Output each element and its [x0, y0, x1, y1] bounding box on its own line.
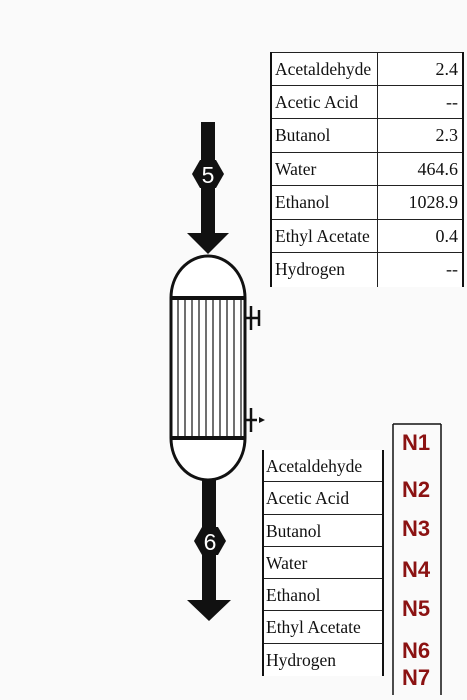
table-row: Water 464.6 [272, 152, 462, 186]
unknown-brackets [392, 423, 442, 695]
inlet-stream: 5 [187, 122, 229, 254]
table-row: Ethyl Acetate 0.4 [272, 219, 462, 253]
component-name: Water [272, 152, 378, 185]
component-name: Water [264, 546, 382, 580]
stream-6-label: 6 [204, 529, 217, 555]
outlet-stream: 6 [187, 480, 231, 621]
table-row: Butanol 2.3 [272, 119, 462, 153]
component-name: Hydrogen [264, 643, 382, 677]
table-row: Acetaldehyde 2.4 [272, 52, 462, 86]
component-value: 1028.9 [408, 192, 459, 212]
feed-composition-table: Acetaldehyde 2.4 Acetic Acid -- Butanol 2.3… [270, 52, 464, 287]
component-value: 2.3 [435, 125, 459, 145]
product-composition-table: Acetaldehyde Acetic Acid Butanol Water E… [262, 450, 384, 677]
reactor-vessel [169, 254, 247, 482]
table-row: Ethanol 1028.9 [272, 186, 462, 220]
table-row: Acetic Acid -- [272, 85, 462, 119]
component-value: 464.6 [417, 158, 459, 179]
component-name: Ethanol [272, 186, 378, 219]
component-name: Ethanol [264, 579, 382, 612]
stream-6-marker [194, 527, 226, 555]
component-name: Hydrogen [272, 253, 378, 287]
unknown-label-n7: N7 [402, 665, 431, 690]
unknown-label-n2: N2 [402, 477, 431, 502]
reactor-tube-bundle [177, 300, 242, 436]
component-value: -- [446, 91, 458, 112]
unknown-label-n4: N4 [402, 557, 431, 582]
stream-5-label: 5 [202, 162, 215, 188]
component-value: -- [446, 259, 458, 279]
inlet-arrow-head [187, 233, 229, 254]
unknown-label-n3: N3 [402, 516, 431, 541]
component-name: Ethyl Acetate [272, 219, 378, 252]
unknown-label-n5: N5 [402, 596, 431, 621]
component-name: Butanol [264, 514, 382, 547]
component-name: Ethyl Acetate [264, 611, 382, 644]
component-value: 0.4 [435, 225, 459, 246]
component-name: Acetaldehyde [264, 450, 382, 483]
shell-nozzle-lower [245, 408, 265, 432]
unknown-label-n6: N6 [402, 638, 431, 663]
unknown-label-n1: N1 [402, 430, 431, 455]
component-name: Acetaldehyde [272, 53, 378, 85]
stream-5-marker [192, 160, 224, 188]
shell-nozzle-upper [245, 306, 261, 330]
component-name: Acetic Acid [272, 85, 378, 118]
component-name: Acetic Acid [264, 482, 382, 515]
component-name: Butanol [272, 119, 378, 152]
component-value: 2.4 [435, 59, 459, 79]
table-row: Hydrogen -- [272, 253, 462, 287]
outlet-arrow-head [187, 600, 231, 621]
